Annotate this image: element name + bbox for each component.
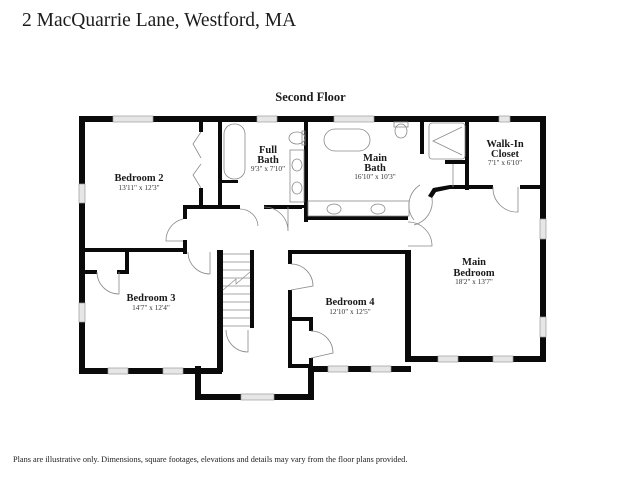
- room-walk-in-closet: Walk-In Closet 7'1" x 6'10": [486, 139, 524, 167]
- room-main-bath: Main Bath 16'10" x 10'3": [354, 153, 395, 181]
- room-bedroom-3: Bedroom 3 14'7" x 12'4": [126, 293, 175, 312]
- windows: [78, 115, 547, 401]
- sink-icon: [370, 203, 386, 215]
- svg-text:7'1" x 6'10": 7'1" x 6'10": [488, 158, 522, 167]
- room-labels: Bedroom 2 13'11" x 12'3" Full Bath 9'3" …: [114, 139, 523, 316]
- property-address-title: 2 MacQuarrie Lane, Westford, MA: [22, 10, 297, 31]
- shower-icon: [428, 122, 466, 160]
- svg-text:Bedroom 2: Bedroom 2: [114, 173, 163, 184]
- floor-label: Second Floor: [275, 90, 346, 104]
- svg-text:14'7" x 12'4": 14'7" x 12'4": [132, 303, 170, 312]
- room-full-bath: Full Bath 9'3" x 7'10": [251, 145, 285, 173]
- svg-text:16'10" x 10'3": 16'10" x 10'3": [354, 172, 395, 181]
- svg-text:Walk-In: Walk-In: [486, 139, 524, 150]
- sink-icon: [326, 203, 342, 215]
- svg-text:Bedroom: Bedroom: [453, 268, 494, 279]
- svg-text:Bath: Bath: [364, 163, 386, 174]
- svg-text:13'11" x 12'3": 13'11" x 12'3": [118, 183, 159, 192]
- svg-text:Bedroom 4: Bedroom 4: [325, 297, 375, 308]
- svg-text:Bath: Bath: [257, 155, 279, 166]
- disclaimer-text: Plans are illustrative only. Dimensions,…: [13, 455, 408, 464]
- bathtub-icon: [223, 123, 246, 180]
- svg-text:Bedroom 3: Bedroom 3: [126, 293, 175, 304]
- svg-text:Main: Main: [363, 153, 387, 164]
- sink-icon: [291, 181, 303, 195]
- toilet-icon: [288, 131, 306, 145]
- svg-text:18'2" x 13'7": 18'2" x 13'7": [455, 277, 493, 286]
- stairs: [222, 253, 251, 327]
- svg-text:Full: Full: [259, 145, 277, 156]
- bathtub-icon: [323, 128, 371, 152]
- room-main-bedroom: Main Bedroom 18'2" x 13'7": [453, 257, 494, 286]
- svg-text:12'10" x 12'5": 12'10" x 12'5": [329, 307, 370, 316]
- toilet-icon: [394, 123, 408, 139]
- svg-text:Main: Main: [462, 257, 486, 268]
- fixtures: [223, 121, 466, 217]
- svg-text:9'3" x 7'10": 9'3" x 7'10": [251, 164, 285, 173]
- room-bedroom-2: Bedroom 2 13'11" x 12'3": [114, 173, 163, 192]
- sink-icon: [291, 158, 303, 172]
- room-bedroom-4: Bedroom 4 12'10" x 12'5": [325, 297, 375, 316]
- svg-text:Closet: Closet: [491, 149, 519, 160]
- doors: [96, 131, 519, 359]
